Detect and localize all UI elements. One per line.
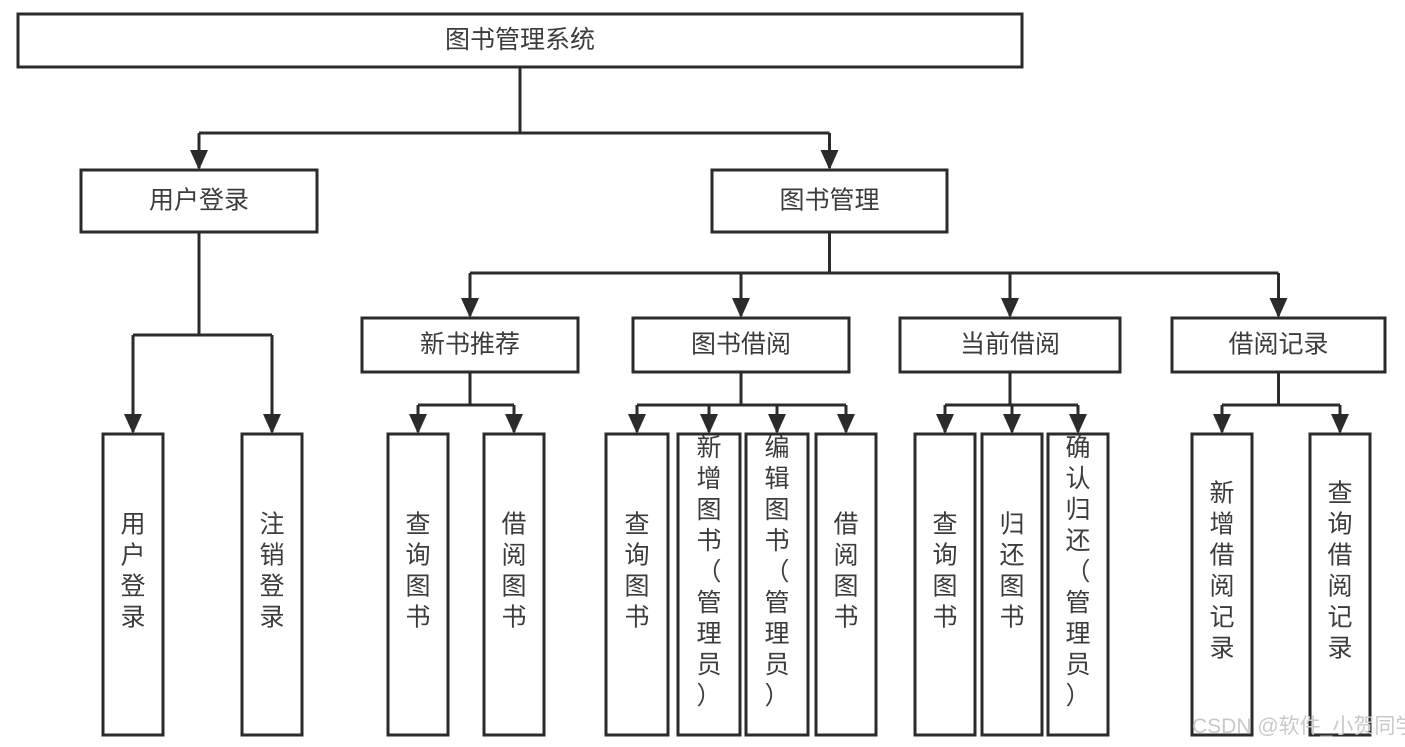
node-leaf-return-book: 归还图书 xyxy=(980,432,1044,737)
node-new-book-recommend: 新书推荐 xyxy=(360,316,580,374)
node-leaf-query-book-2: 查询图书 xyxy=(604,432,670,737)
node-leaf-user-login: 用户登录 xyxy=(101,432,165,737)
node-label: 归还图书 xyxy=(999,511,1024,632)
node-leaf-add-book: 新增图书（管理员） xyxy=(676,432,742,737)
node-user-login: 用户登录 xyxy=(79,168,319,234)
node-label: 查询图书 xyxy=(624,511,649,632)
node-book-manage: 图书管理 xyxy=(710,168,949,234)
node-label: 借阅图书 xyxy=(833,511,858,632)
node-label: 确认归还（管理员） xyxy=(1065,434,1090,710)
node-current-borrow: 当前借阅 xyxy=(898,316,1122,374)
node-leaf-user-logout: 注销登录 xyxy=(240,432,304,737)
node-borrow-record: 借阅记录 xyxy=(1170,316,1387,374)
node-leaf-edit-book: 编辑图书（管理员） xyxy=(744,432,810,737)
node-leaf-confirm-return: 确认归还（管理员） xyxy=(1046,432,1110,737)
node-leaf-borrow-book-2: 借阅图书 xyxy=(814,432,878,737)
node-label: 图书借阅 xyxy=(691,331,791,359)
node-label: 查询图书 xyxy=(405,511,430,632)
watermark-label: CSDN @软件_小贺同学 xyxy=(1192,715,1405,738)
node-leaf-query-record: 查询借阅记录 xyxy=(1308,432,1372,737)
node-label: 注销登录 xyxy=(259,511,284,632)
node-label: 查询借阅记录 xyxy=(1327,480,1352,663)
node-label: 查询图书 xyxy=(932,511,957,632)
node-leaf-borrow-book-1: 借阅图书 xyxy=(482,432,546,737)
node-label: 当前借阅 xyxy=(960,331,1060,359)
node-label: 借阅记录 xyxy=(1228,331,1328,359)
node-label: 编辑图书（管理员） xyxy=(764,434,789,710)
node-leaf-add-record: 新增借阅记录 xyxy=(1190,432,1254,737)
node-label: 新增借阅记录 xyxy=(1209,480,1234,663)
node-leaf-query-book-3: 查询图书 xyxy=(913,432,977,737)
node-label: 用户登录 xyxy=(120,511,145,632)
connector-edges xyxy=(124,67,1349,434)
node-root: 图书管理系统 xyxy=(16,12,1024,69)
node-label: 用户登录 xyxy=(149,187,249,215)
node-label: 新书推荐 xyxy=(420,331,520,359)
node-label: 图书管理系统 xyxy=(445,26,595,54)
node-leaf-query-book-1: 查询图书 xyxy=(386,432,450,737)
node-label: 图书管理 xyxy=(779,187,879,215)
node-label: 新增图书（管理员） xyxy=(696,434,721,710)
node-boxes: 图书管理系统用户登录图书管理新书推荐图书借阅当前借阅借阅记录用户登录注销登录查询… xyxy=(16,12,1387,737)
node-book-borrow: 图书借阅 xyxy=(631,316,851,374)
node-label: 借阅图书 xyxy=(501,511,526,632)
